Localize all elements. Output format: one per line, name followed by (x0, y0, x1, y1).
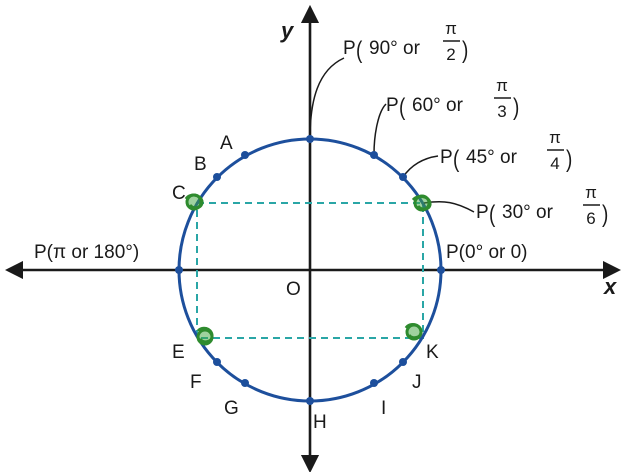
green-marker-K (404, 322, 423, 341)
p90-den: 2 (446, 45, 455, 64)
dashed-rectangle (196, 202, 424, 339)
point-J (399, 358, 407, 366)
letter-G: G (224, 398, 239, 419)
p90-text: 90° or (369, 38, 421, 59)
p90-open-paren: ( (356, 37, 363, 64)
point-G (241, 379, 249, 387)
label-p30: P ( 30° or π 6 ) (476, 183, 608, 228)
point-I (370, 379, 378, 387)
label-p180: P(π or 180°) (34, 242, 139, 263)
p90-num: π (445, 19, 457, 38)
label-p45: P ( 45° or π 4 ) (440, 128, 572, 173)
p45-den: 4 (550, 154, 559, 173)
label-p0: P(0° or 0) (446, 242, 528, 263)
leader-line-90 (309, 57, 345, 140)
p45-num: π (549, 128, 561, 147)
letter-K: K (426, 342, 439, 363)
point-B (213, 173, 221, 181)
p60-text: 60° or (412, 95, 464, 116)
p60-close-paren: ) (513, 94, 519, 121)
p30-text: 30° or (502, 202, 554, 223)
green-marker-C (184, 193, 204, 211)
p60-prefix: P (386, 95, 399, 116)
letter-H: H (313, 412, 327, 433)
x-axis-label: x (603, 274, 617, 299)
label-p60: P ( 60° or π 3 ) (386, 76, 519, 121)
point-45 (399, 173, 407, 181)
point-60 (370, 151, 378, 159)
point-F (213, 358, 221, 366)
p30-den: 6 (586, 209, 595, 228)
p30-num: π (585, 183, 597, 202)
leader-line-60 (373, 103, 387, 155)
p45-prefix: P (440, 147, 453, 168)
p45-text: 45° or (466, 147, 518, 168)
letter-F: F (190, 372, 202, 393)
point-180 (175, 266, 183, 274)
p30-open-paren: ( (489, 201, 496, 228)
letter-E: E (172, 342, 185, 363)
letter-B: B (194, 154, 207, 175)
point-90 (306, 135, 314, 143)
p60-den: 3 (497, 102, 506, 121)
p30-prefix: P (476, 202, 489, 223)
p90-close-paren: ) (462, 37, 468, 64)
origin-label: O (286, 279, 301, 300)
label-p90: P ( 90° or π 2 ) (343, 19, 468, 64)
point-A (241, 151, 249, 159)
p45-close-paren: ) (566, 146, 572, 173)
p30-close-paren: ) (602, 201, 608, 228)
point-H (306, 397, 314, 405)
p90-prefix: P (343, 38, 356, 59)
letter-I: I (381, 398, 386, 419)
letter-J: J (412, 372, 422, 393)
p60-num: π (496, 76, 508, 95)
y-axis-label: y (280, 18, 295, 43)
letter-A: A (220, 133, 233, 154)
leader-line-45 (402, 155, 439, 178)
point-0 (437, 266, 445, 274)
p45-open-paren: ( (453, 146, 460, 173)
p60-open-paren: ( (399, 94, 406, 121)
green-marker-E (196, 326, 214, 346)
letter-C: C (172, 183, 186, 204)
green-marker-30 (411, 194, 432, 212)
